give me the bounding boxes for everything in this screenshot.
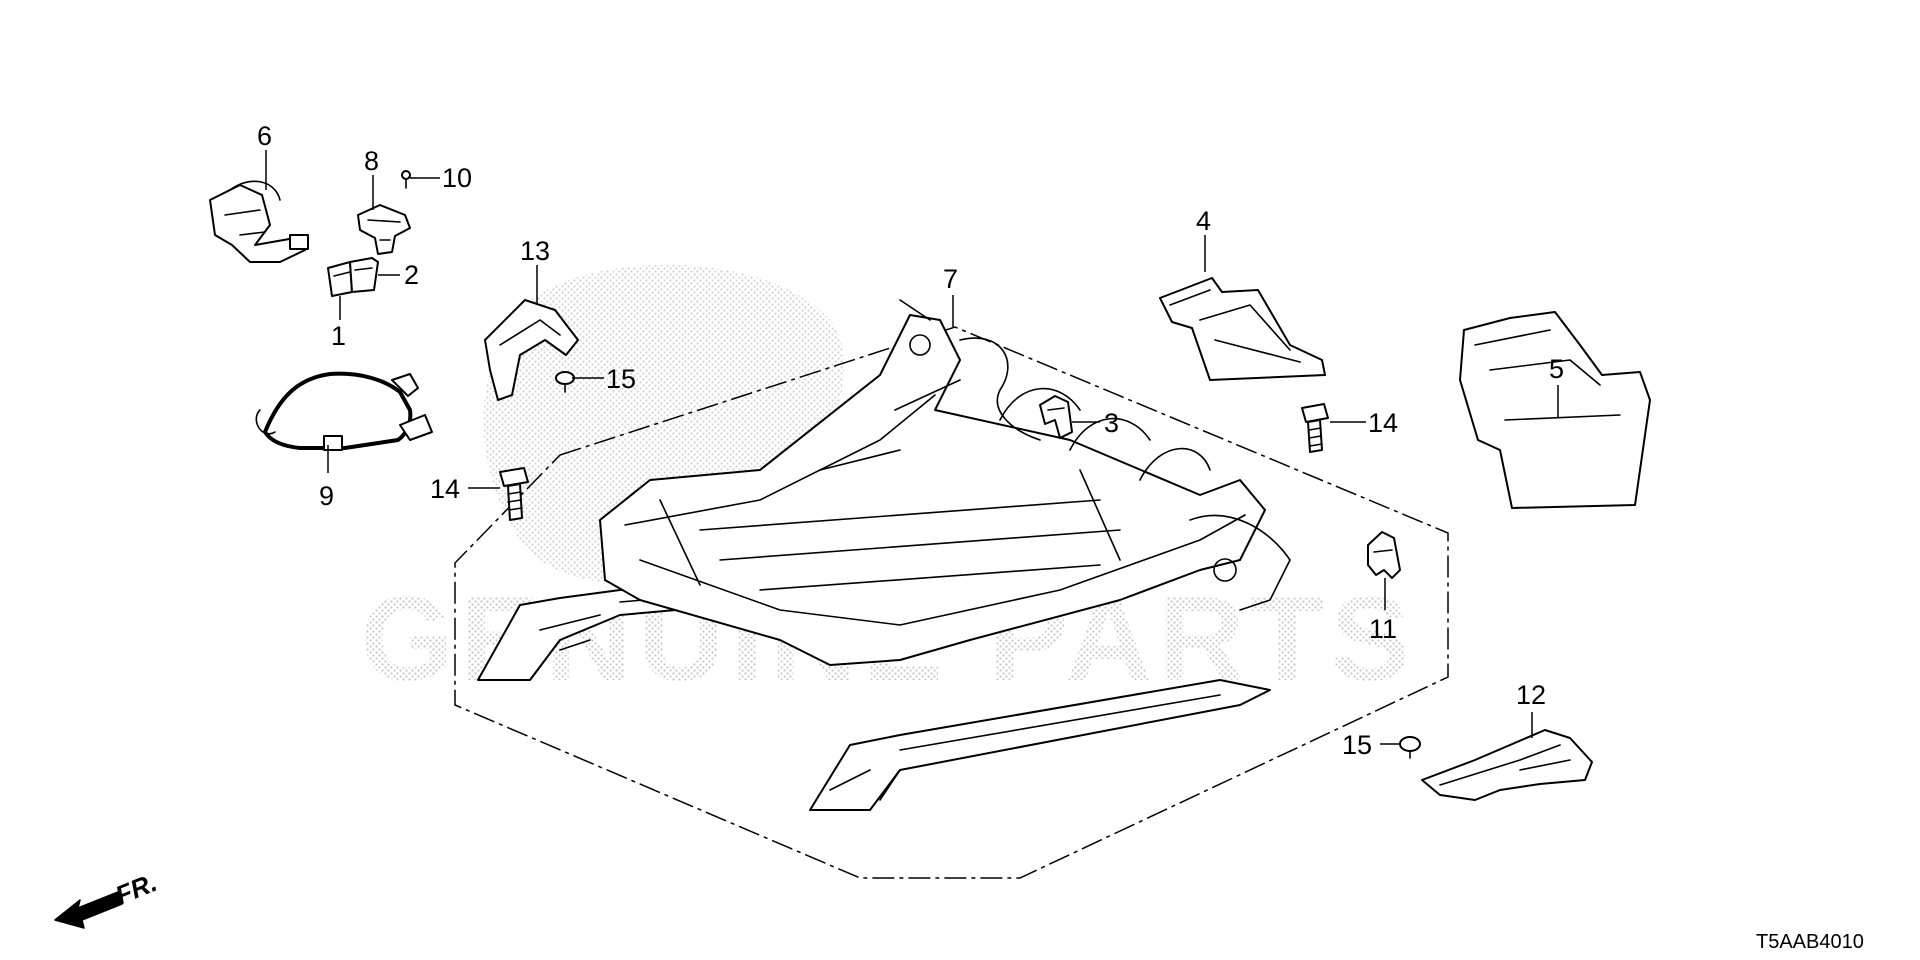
part-label-4[interactable]: 4: [1196, 206, 1211, 236]
part-label-12[interactable]: 12: [1516, 680, 1546, 710]
part-label-8[interactable]: 8: [364, 146, 379, 176]
bolt-14-left: [499, 467, 529, 521]
clip-3: [1039, 395, 1073, 439]
switch-knobs: [327, 257, 379, 297]
part-label-2[interactable]: 2: [404, 260, 419, 290]
part-label-6[interactable]: 6: [257, 121, 272, 151]
part-label-15-lower[interactable]: 15: [1342, 730, 1372, 760]
part-label-14-left[interactable]: 14: [430, 474, 460, 504]
wire-harness-9: [255, 371, 433, 451]
part-labels: 6 8 10 2 1 13 15 9 14 7 3 4 14 5 11 15 1…: [257, 121, 1564, 760]
diagram-code: T5AAB4010: [1756, 931, 1864, 953]
part-label-10[interactable]: 10: [442, 163, 472, 193]
part-label-1[interactable]: 1: [331, 321, 346, 351]
part-label-13[interactable]: 13: [520, 236, 550, 266]
screw-10: [401, 170, 411, 189]
wire-harness-connector: [209, 180, 309, 263]
bolt-14-right: [1301, 403, 1329, 453]
part-label-3[interactable]: 3: [1104, 408, 1119, 438]
seat-frame-assembly: [477, 299, 1291, 811]
clip-11: [1367, 531, 1401, 579]
front-direction-indicator: FR.: [54, 867, 161, 929]
clip-15-lower: [1399, 736, 1421, 759]
side-cover-5: [1459, 311, 1651, 509]
cover-13: [484, 299, 579, 401]
side-cover-4: [1159, 277, 1326, 381]
leader-lines: [265, 150, 1559, 745]
part-label-7[interactable]: 7: [943, 264, 958, 294]
assembly-outline: [454, 326, 1449, 879]
part-label-15-upper[interactable]: 15: [606, 364, 636, 394]
bracket-8: [357, 204, 411, 255]
front-arrow-icon: [54, 891, 123, 929]
part-label-5[interactable]: 5: [1549, 354, 1564, 384]
part-label-14-right[interactable]: 14: [1368, 408, 1398, 438]
lower-cover-12: [1421, 729, 1593, 801]
part-label-9[interactable]: 9: [319, 481, 334, 511]
part-label-11[interactable]: 11: [1369, 614, 1397, 644]
